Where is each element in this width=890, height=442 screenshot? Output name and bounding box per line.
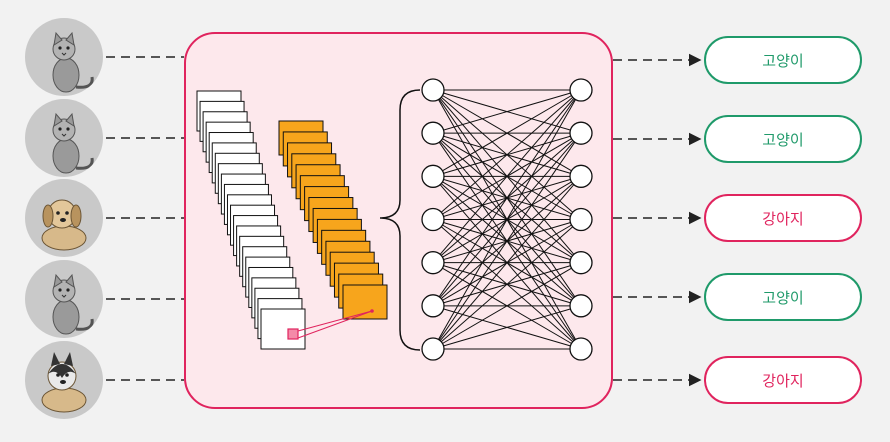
network-edge [432, 305, 582, 350]
output-label-dog: 강아지 [704, 194, 862, 242]
output-label-dog: 강아지 [704, 356, 862, 404]
network-edge [432, 89, 582, 350]
network-edge [432, 89, 582, 134]
puppy-photo-icon [25, 179, 103, 257]
flatten-brace [379, 89, 421, 351]
input-layer-node [421, 294, 445, 318]
input-layer-node [421, 164, 445, 188]
fluffy-cat-photo-icon [25, 260, 103, 338]
output-layer-node [569, 207, 593, 232]
output-layer-node [569, 251, 593, 275]
neural-network-nodes [421, 78, 593, 361]
flatten-brace-path [379, 89, 421, 351]
input-layer-node [421, 78, 445, 102]
network-edge [432, 89, 582, 220]
network-edge [432, 132, 582, 350]
output-label-cat: 고양이 [704, 36, 862, 84]
output-label-cat: 고양이 [704, 115, 862, 163]
kernel-window [287, 328, 299, 340]
convolution-layer-stack [196, 90, 306, 350]
input-layer-node [421, 207, 445, 232]
output-label-cat: 고양이 [704, 273, 862, 321]
kernel-projection-line [297, 310, 373, 339]
feature-map-stack [278, 120, 388, 320]
kernel-projection-line [297, 310, 373, 332]
output-layer-node [569, 164, 593, 188]
kernel-target-dot [370, 309, 374, 313]
input-layer-node [421, 337, 445, 361]
fully-connected-edges [432, 89, 582, 350]
output-layer-node [569, 78, 593, 102]
sitting-cat-photo-icon [25, 18, 103, 96]
network-edge [432, 176, 582, 350]
output-layer-node [569, 294, 593, 318]
output-layer-node [569, 121, 593, 145]
output-layer-node [569, 337, 593, 361]
network-edge [432, 262, 582, 350]
network-edge [432, 89, 582, 263]
output-connector-arrows [613, 53, 702, 387]
input-layer-node [421, 251, 445, 275]
husky-puppy-photo-icon [25, 341, 103, 419]
network-edge [432, 89, 582, 307]
network-edge [432, 219, 582, 350]
input-image-column [25, 18, 103, 419]
network-edge [432, 89, 582, 177]
input-layer-node [421, 121, 445, 145]
kernel-projection [287, 309, 374, 340]
input-connector-lines [106, 56, 184, 381]
sitting-cat-photo-icon [25, 99, 103, 177]
